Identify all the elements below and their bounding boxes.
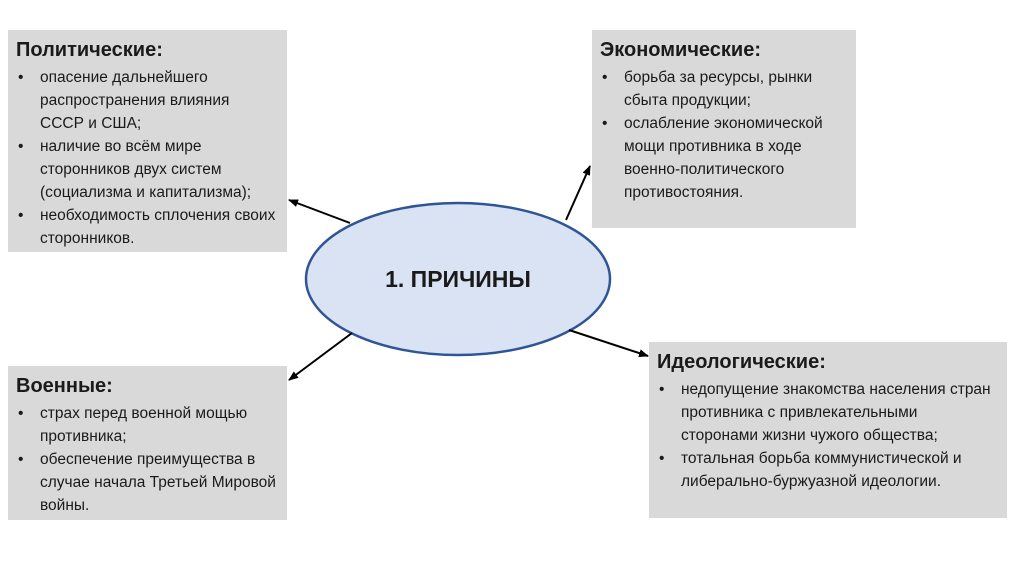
economic-list: борьба за ресурсы, рынки сбыта продукции… [600, 66, 846, 204]
political-list: опасение дальнейшего распространения вли… [16, 66, 277, 250]
military-title: Военные: [16, 375, 113, 397]
center-title: 1. ПРИЧИНЫ [385, 265, 531, 292]
arrow-to-ideological [568, 329, 649, 357]
military-list: страх перед военной мощью противника; об… [16, 402, 277, 517]
ideological-box: Идеологические: недопущение знакомства н… [649, 342, 1007, 518]
economic-title: Экономические: [600, 39, 761, 61]
list-item: страх перед военной мощью противника; [16, 402, 277, 448]
arrow-to-political [288, 199, 351, 224]
economic-box: Экономические: борьба за ресурсы, рынки … [592, 30, 856, 228]
center-ellipse [304, 201, 612, 357]
list-item: недопущение знакомства населения стран п… [657, 378, 997, 447]
list-item: ослабление экономической мощи противника… [600, 112, 846, 204]
list-item: борьба за ресурсы, рынки сбыта продукции… [600, 66, 846, 112]
political-title: Политические: [16, 39, 163, 61]
arrow-to-economic [565, 165, 591, 221]
political-box: Политические: опасение дальнейшего распр… [8, 30, 287, 252]
list-item: наличие во всём мире сторонников двух си… [16, 135, 277, 204]
list-item: опасение дальнейшего распространения вли… [16, 66, 277, 135]
list-item: тотальная борьба коммунистической и либе… [657, 447, 997, 493]
list-item: обеспечение преимущества в случае начала… [16, 448, 277, 517]
military-box: Военные: страх перед военной мощью проти… [8, 366, 287, 520]
arrow-to-military [288, 332, 353, 381]
list-item: необходимость сплочения своих стороннико… [16, 204, 277, 250]
ideological-title: Идеологические: [657, 351, 826, 373]
ideological-list: недопущение знакомства населения стран п… [657, 378, 997, 493]
